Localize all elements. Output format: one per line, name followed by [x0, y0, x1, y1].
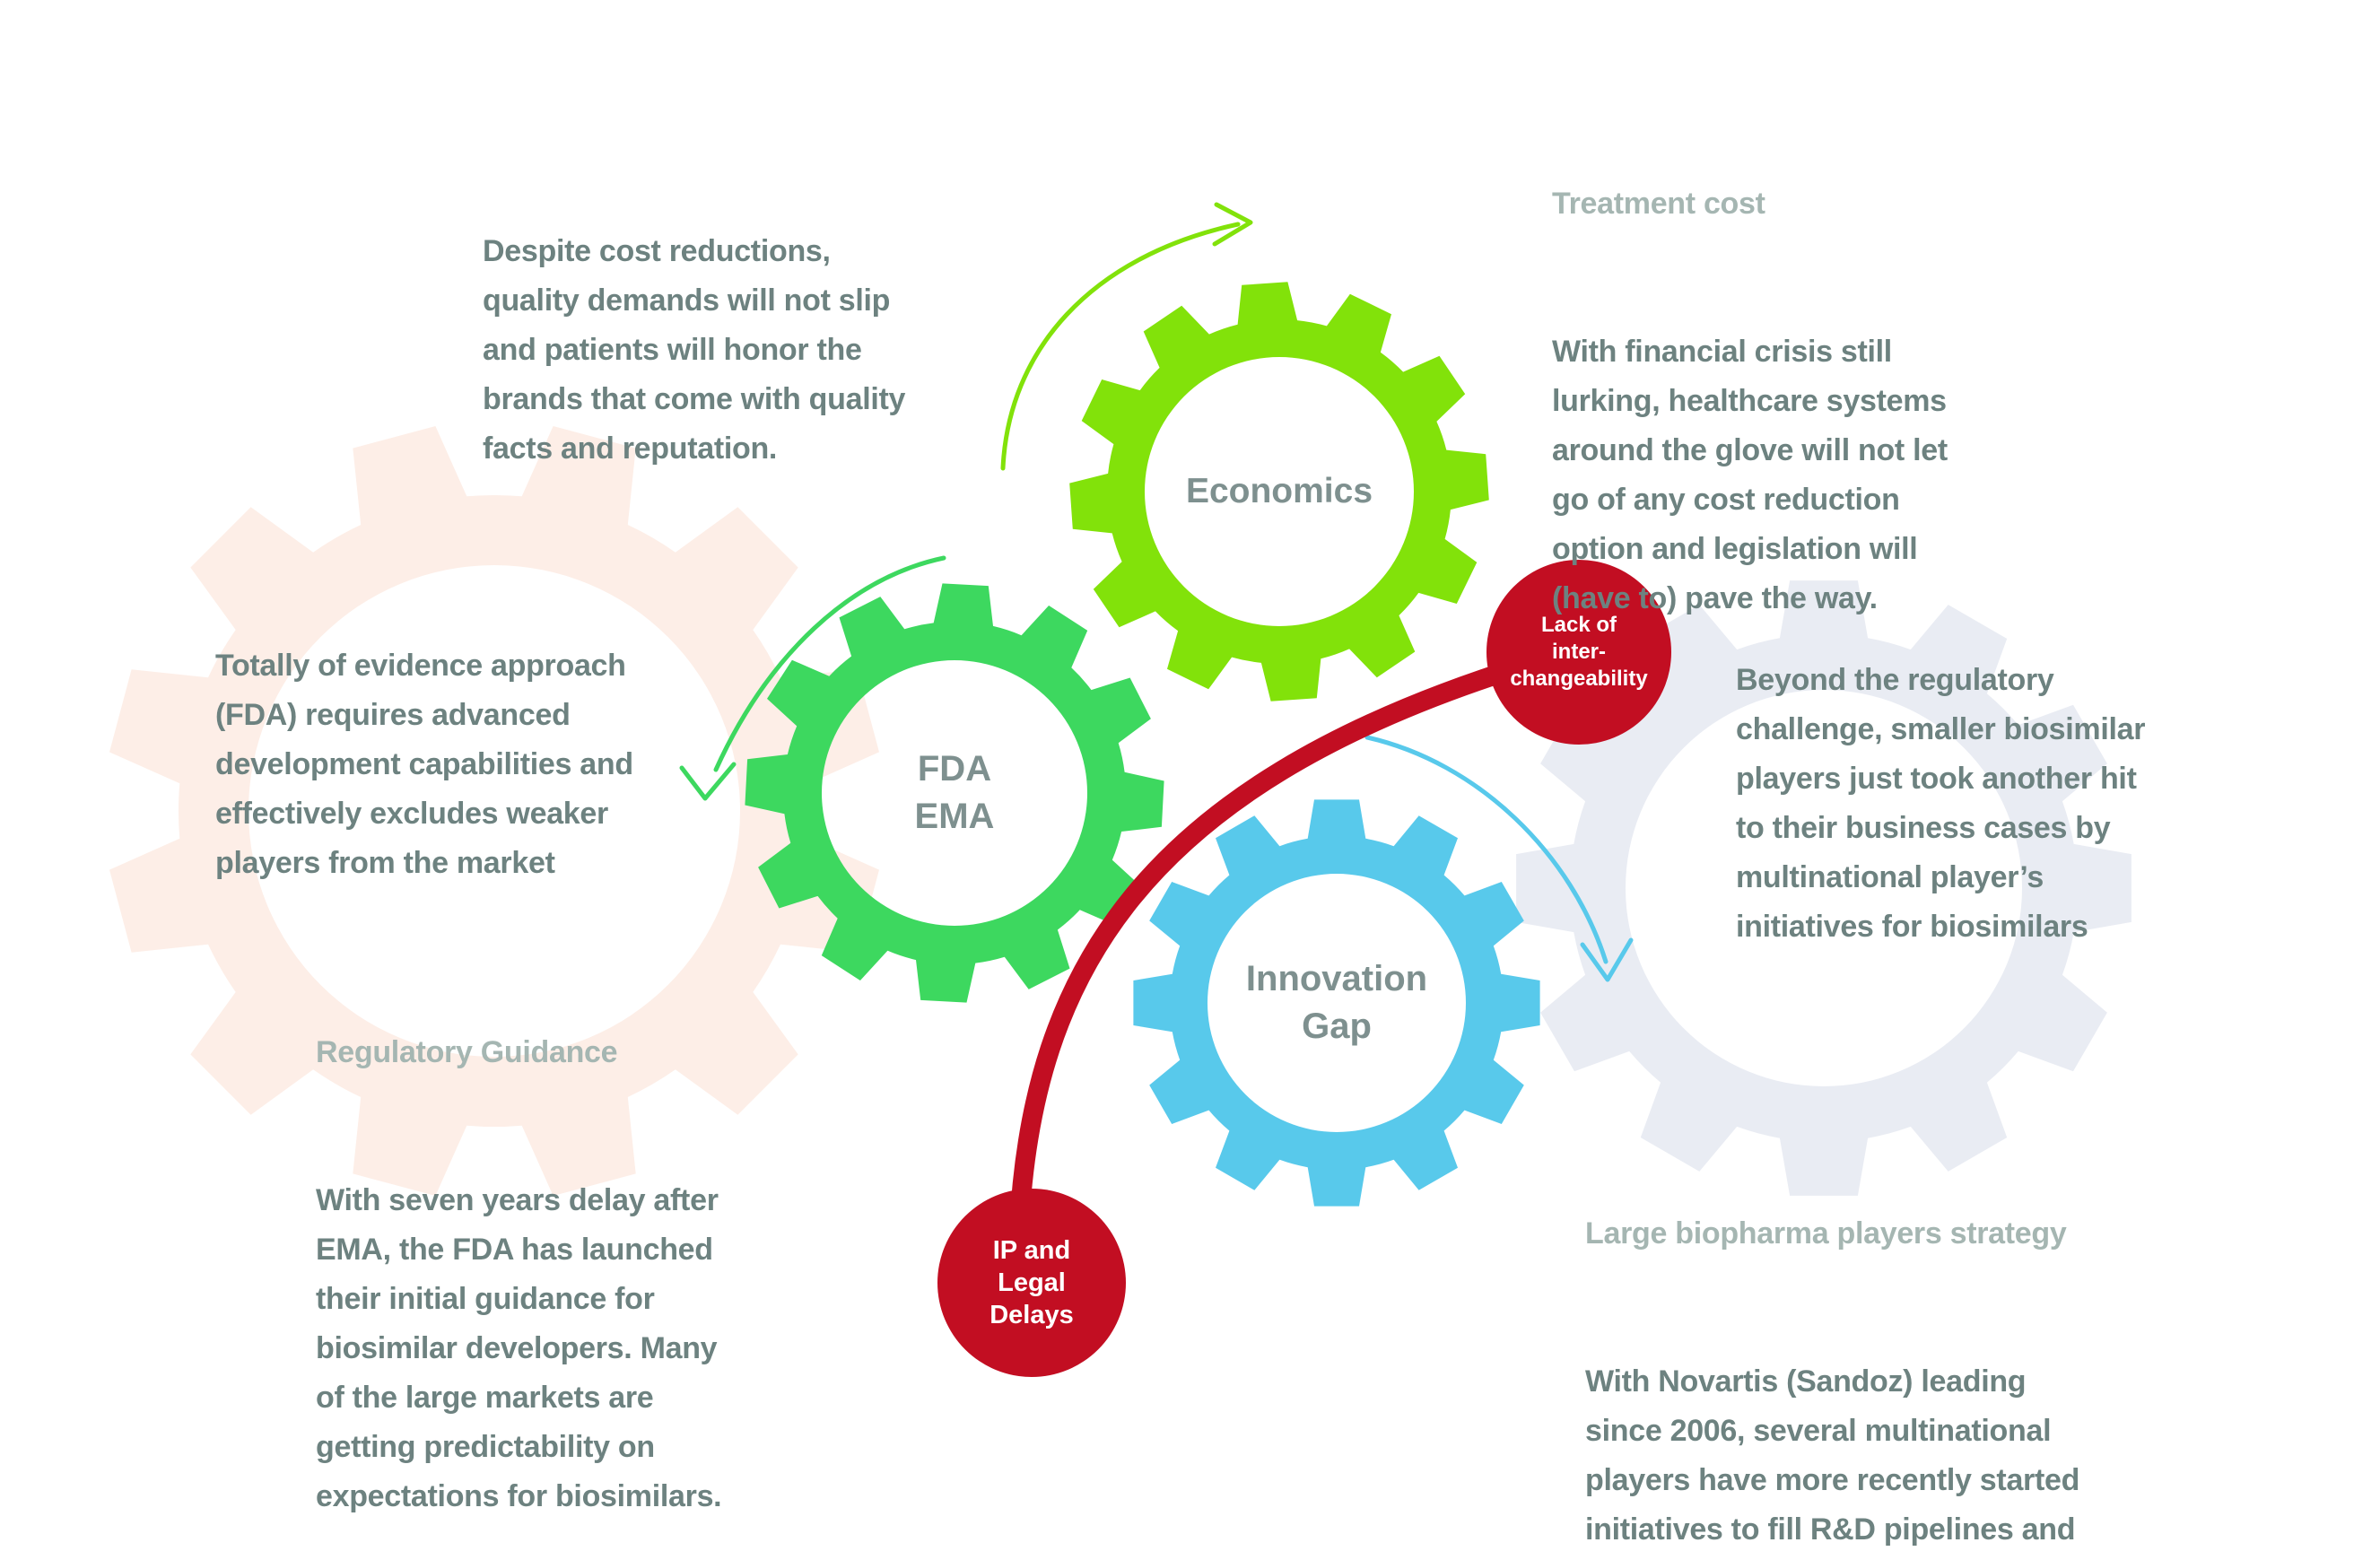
innovation-down-arrow [1364, 735, 1634, 982]
background-gear-left [109, 426, 879, 1196]
biopharma-strategy-note: Large biopharma players strategy With No… [1585, 1111, 2079, 1560]
regulatory-guidance-note: Regulatory Guidance With seven years del… [316, 929, 722, 1560]
interchangeability-badge-label: Lack of inter- changeability [1510, 613, 1648, 691]
ip-delays-badge-label: IP and Legal Delays [989, 1236, 1074, 1329]
economics-arrowhead-icon [1212, 202, 1253, 247]
economics-arrow-curve [1000, 222, 1241, 471]
innovation-gap-gear [1133, 799, 1540, 1207]
totality-of-evidence-body: Totally of evidence approach (FDA) requi… [215, 649, 633, 880]
regulatory-guidance-heading: Regulatory Guidance [316, 1035, 618, 1069]
biopharma-strategy-body: With Novartis (Sandoz) leading since 200… [1585, 1364, 2080, 1547]
risk-connector-curve [1009, 661, 1517, 1239]
background-gear-right [1516, 580, 2132, 1196]
beyond-regulatory-note: Beyond the regulatory challenge, smaller… [1736, 557, 2145, 1050]
economics-gear-label: Economics [1185, 472, 1373, 510]
biopharma-strategy-heading: Large biopharma players strategy [1585, 1216, 2067, 1251]
fda-arrowhead-icon [679, 762, 737, 801]
fda-ema-gear-label: FDA EMA [914, 749, 995, 836]
innovation-arrow-curve [1364, 735, 1608, 964]
quality-note: Despite cost reductions, quality demands… [483, 128, 905, 572]
fda-down-arrow [679, 555, 946, 801]
fda-ema-gear [745, 583, 1164, 1003]
innovation-gap-gear-label: Innovation Gap [1245, 959, 1428, 1046]
beyond-regulatory-body: Beyond the regulatory challenge, smaller… [1736, 663, 2146, 944]
economics-growth-arrow [1000, 202, 1253, 471]
fda-arrow-curve [713, 555, 946, 772]
totality-of-evidence-note: Totally of evidence approach (FDA) requi… [215, 543, 633, 987]
ip-delays-badge-circle [937, 1189, 1126, 1377]
innovation-arrowhead-icon [1580, 937, 1634, 982]
regulatory-guidance-body: With seven years delay after EMA, the FD… [316, 1183, 722, 1513]
quality-note-body: Despite cost reductions, quality demands… [483, 234, 906, 466]
treatment-cost-heading: Treatment cost [1552, 187, 1765, 221]
treatment-cost-body: With financial crisis still lurking, hea… [1552, 335, 1948, 615]
treatment-cost-note: Treatment cost With financial crisis sti… [1552, 81, 1948, 722]
economics-gear [1069, 282, 1489, 702]
interchangeability-badge-circle [1486, 560, 1671, 745]
